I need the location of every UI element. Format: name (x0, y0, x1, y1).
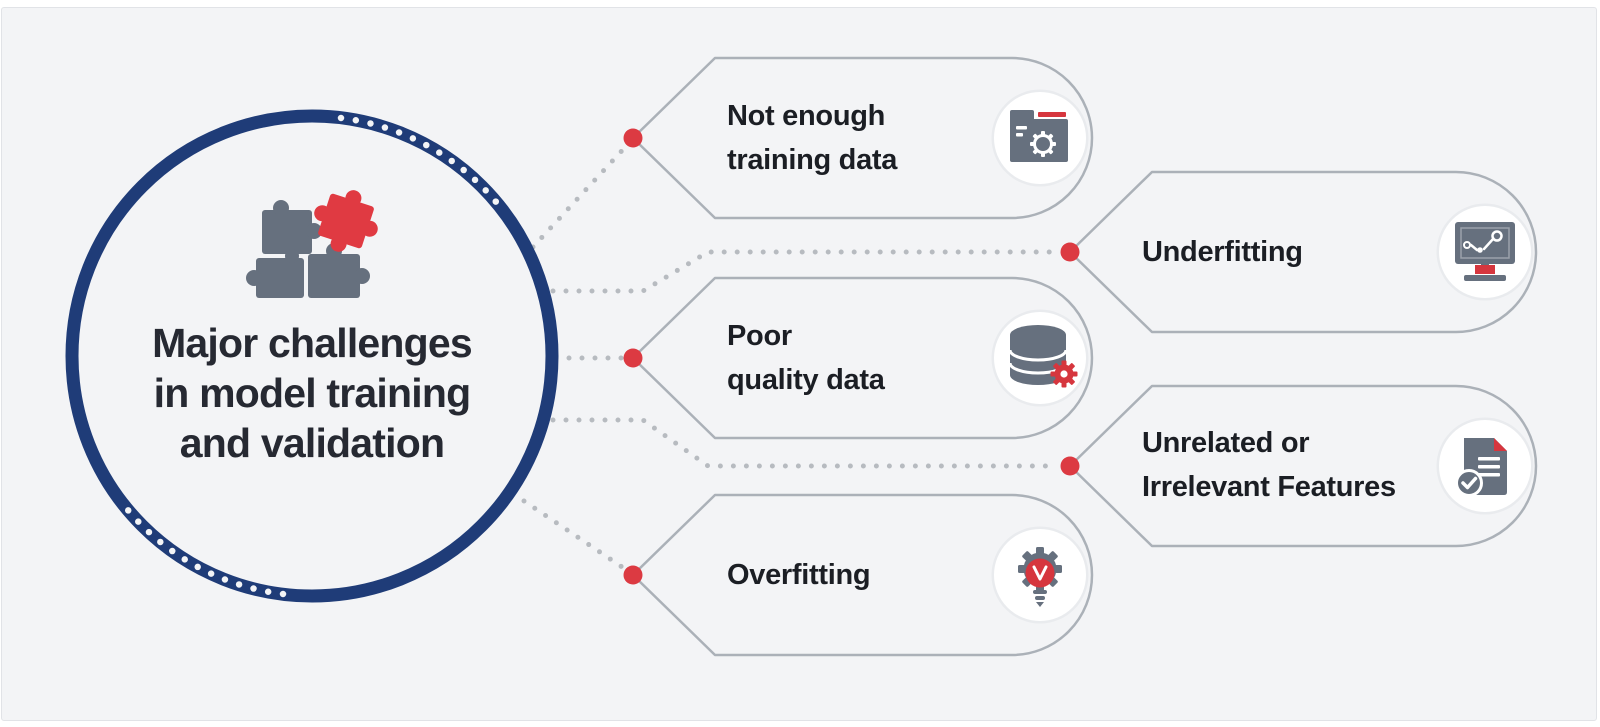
puzzle-pieces-icon (246, 190, 378, 298)
navy-ring (65, 109, 559, 603)
node-dot-4 (1060, 456, 1080, 476)
label-overfitting: Overfitting (727, 559, 871, 591)
database-gear-icon (1008, 325, 1078, 388)
connector-unrelated-features (550, 417, 1061, 469)
challenge-pills (631, 56, 1538, 657)
label-unrelated-irrelevant-features: Unrelated or Irrelevant Features (1142, 427, 1396, 503)
icon-badges (991, 89, 1534, 624)
node-dot-3 (623, 348, 643, 368)
pill-not-enough-training-data (631, 56, 1094, 220)
ring-inner-line-bottom-right (358, 402, 537, 581)
monitor-chart-icon (1455, 222, 1515, 281)
ring-inner-line-top-left (82, 126, 321, 497)
label-not-enough-training-data: Not enough training data (727, 100, 898, 176)
label-poor-quality-data: Poor quality data (727, 320, 885, 396)
bulb-gear-icon (1018, 547, 1062, 607)
node-dot-1 (623, 128, 643, 148)
pill-poor-quality-data (631, 276, 1094, 440)
node-dot-5 (623, 565, 643, 585)
pill-underfitting (1068, 170, 1538, 334)
label-underfitting: Underfitting (1142, 236, 1303, 268)
ring-dotted-arc-bottom-left (119, 500, 287, 598)
connector-lines (521, 140, 1061, 574)
pill-unrelated-features (1068, 384, 1538, 548)
center-title: Major challenges in model training and v… (152, 320, 473, 466)
puzzle-red-piece (314, 190, 378, 252)
center-circle (65, 109, 559, 603)
connector-not-enough-training-data (530, 140, 632, 250)
red-node-dots (623, 128, 1080, 585)
node-dot-2 (1060, 242, 1080, 262)
connector-underfitting (550, 249, 1061, 294)
pill-overfitting (631, 493, 1094, 657)
connector-overfitting (521, 498, 631, 574)
ring-dotted-arc-top-right (337, 114, 505, 212)
folder-gear-icon (1010, 110, 1068, 162)
document-check-icon (1455, 438, 1507, 497)
